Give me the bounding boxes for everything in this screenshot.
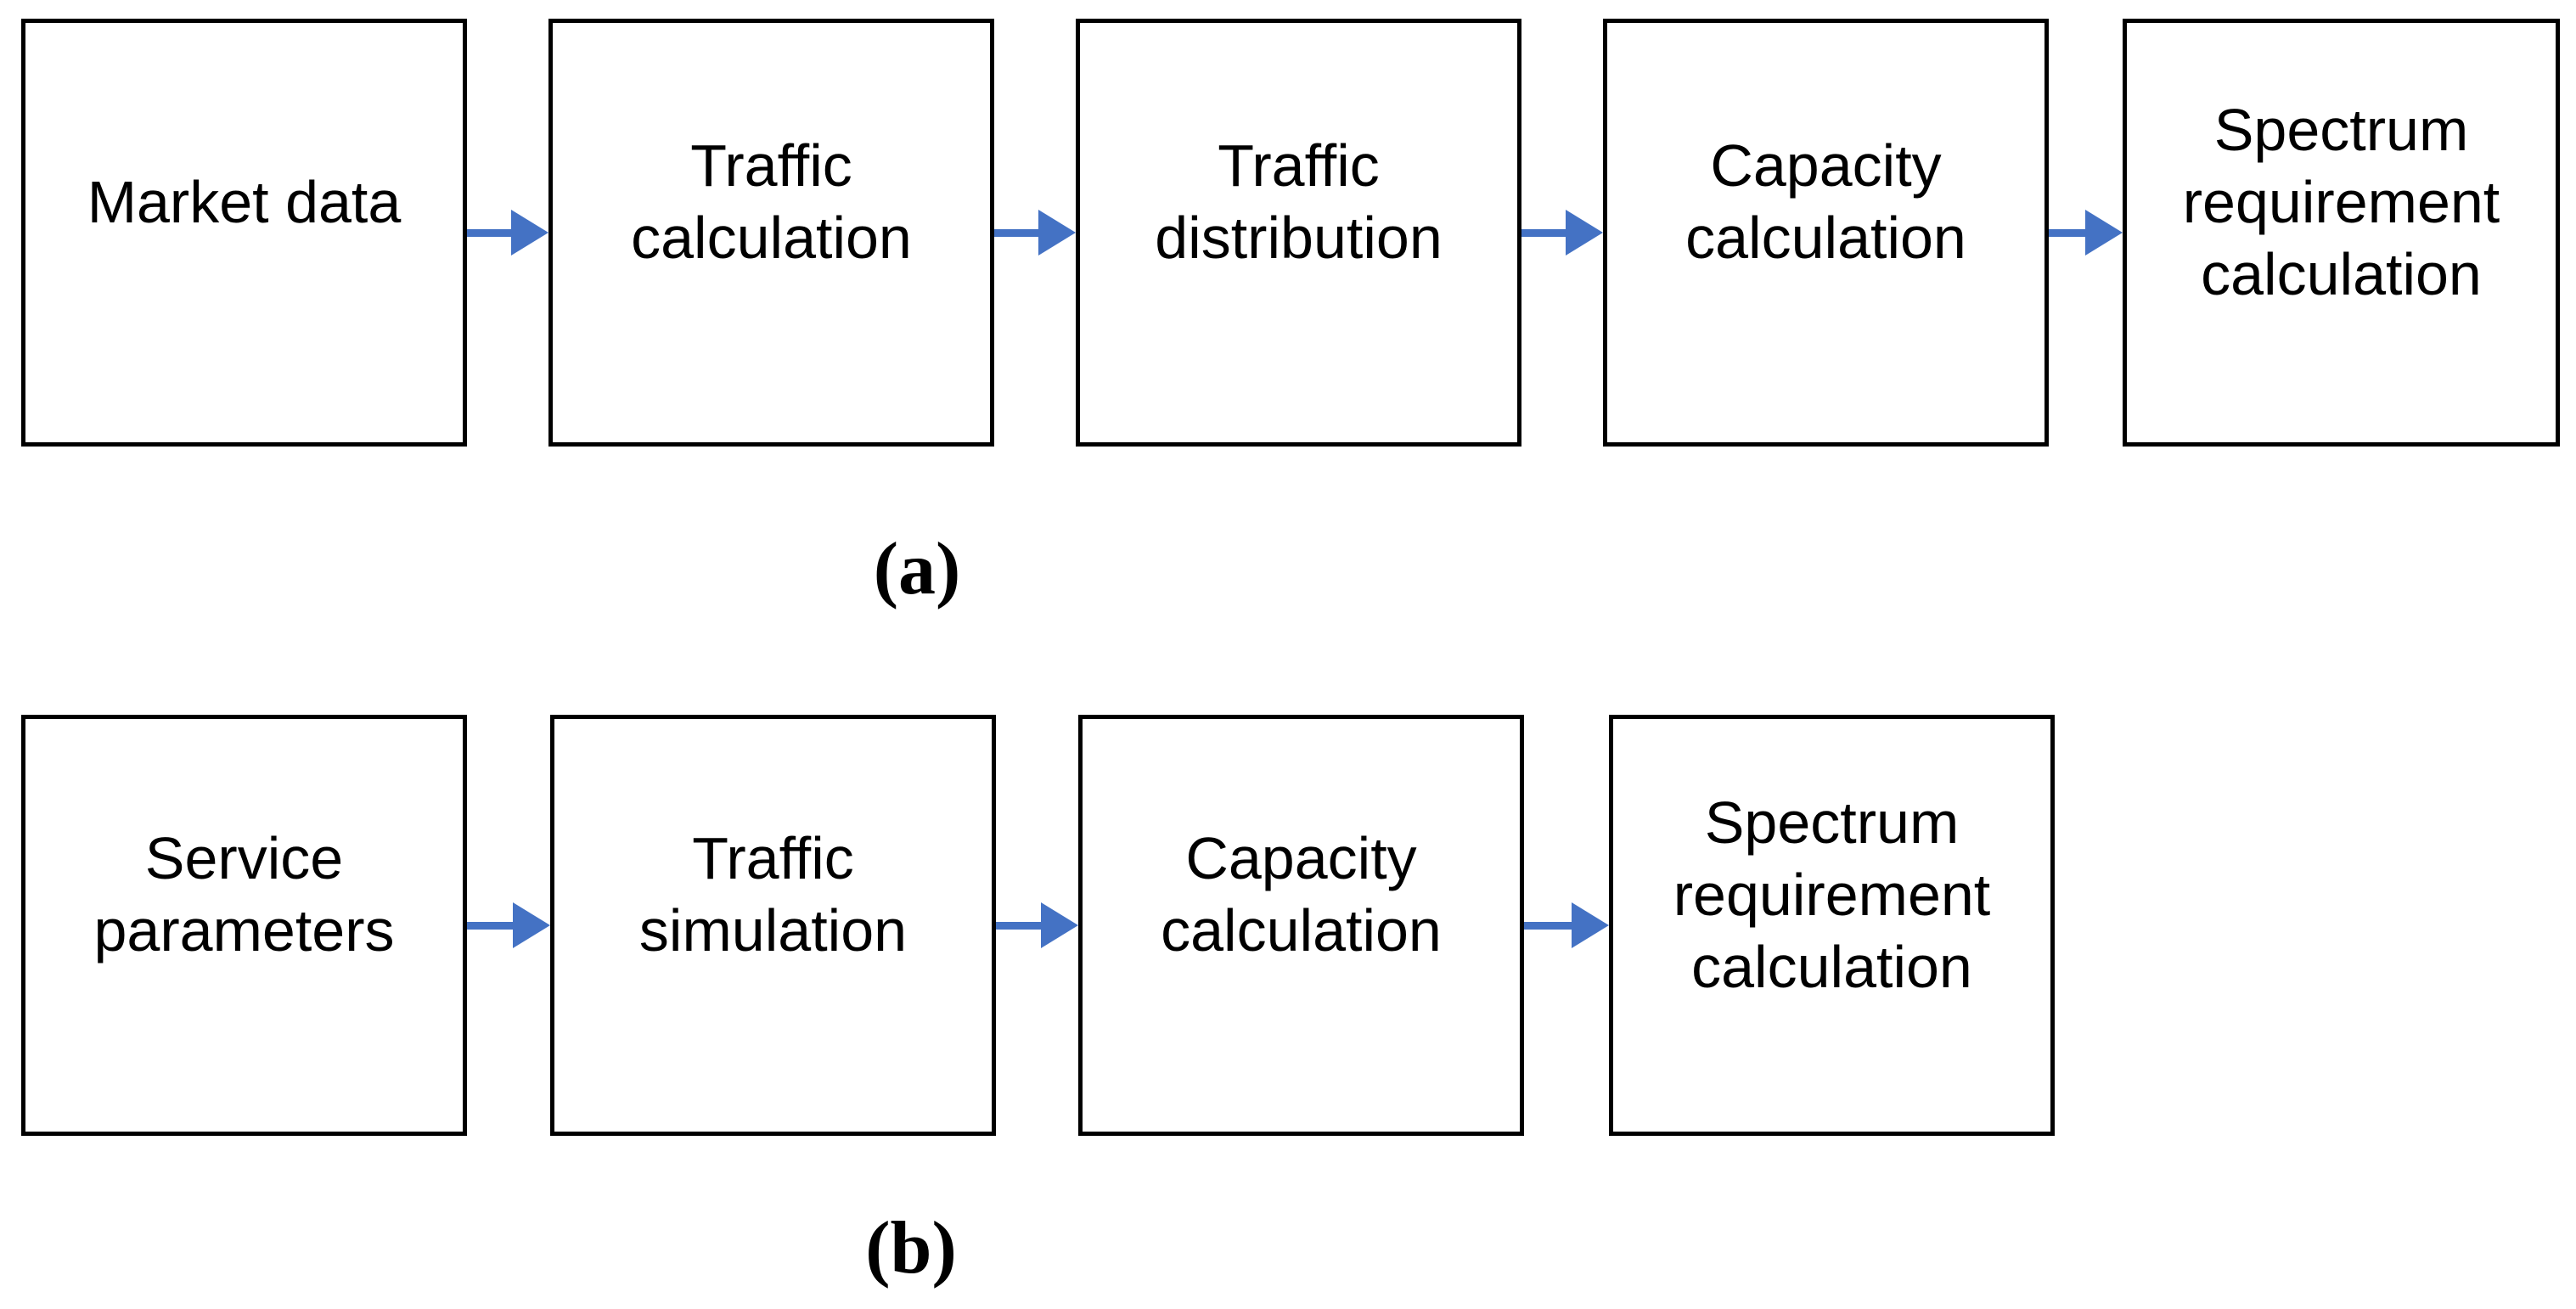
arrow-shaft: [994, 229, 1052, 237]
subfigure-label-b: (b): [865, 1206, 957, 1289]
arrow-shaft: [467, 229, 525, 237]
right-arrow-icon: [467, 900, 550, 951]
box-label: Traffic distribution: [1155, 132, 1443, 271]
box-service-parameters: Service parameters: [21, 715, 467, 1136]
box-market-data: Market data: [21, 19, 467, 447]
arrow-shaft: [996, 922, 1055, 930]
box-label: Traffic simulation: [638, 825, 908, 963]
right-arrow-icon: [994, 207, 1076, 258]
arrow-head: [1038, 210, 1076, 256]
arrow-head: [511, 210, 548, 256]
arrow-head: [1572, 902, 1609, 948]
box-label: Market data: [87, 168, 402, 235]
box-traffic-simulation: Traffic simulation: [550, 715, 996, 1136]
arrow-shaft: [1524, 922, 1585, 930]
box-traffic-distribution: Traffic distribution: [1076, 19, 1521, 447]
arrow-shaft: [467, 922, 526, 930]
right-arrow-icon: [2049, 207, 2123, 258]
right-arrow-icon: [1521, 207, 1603, 258]
arrow-head: [513, 902, 550, 948]
box-label: Traffic calculation: [631, 132, 912, 271]
box-label: Capacity calculation: [1161, 825, 1442, 963]
arrow-head: [1041, 902, 1078, 948]
arrow-shaft: [1521, 229, 1579, 237]
arrow-head: [2085, 210, 2123, 256]
box-label: Service parameters: [93, 825, 395, 963]
box-capacity-calculation-a: Capacity calculation: [1603, 19, 2049, 447]
box-label: Spectrum requirement calculation: [2182, 96, 2500, 307]
right-arrow-icon: [467, 207, 548, 258]
subfigure-label-a: (a): [873, 527, 961, 610]
box-traffic-calculation: Traffic calculation: [548, 19, 994, 447]
arrow-head: [1566, 210, 1603, 256]
right-arrow-icon: [996, 900, 1078, 951]
box-label: Capacity calculation: [1685, 132, 1966, 271]
right-arrow-icon: [1524, 900, 1609, 951]
box-label: Spectrum requirement calculation: [1673, 789, 1991, 1000]
box-capacity-calculation-b: Capacity calculation: [1078, 715, 1524, 1136]
arrow-shaft: [2049, 229, 2099, 237]
box-spectrum-requirement-calculation-a: Spectrum requirement calculation: [2123, 19, 2560, 447]
box-spectrum-requirement-calculation-b: Spectrum requirement calculation: [1609, 715, 2055, 1136]
